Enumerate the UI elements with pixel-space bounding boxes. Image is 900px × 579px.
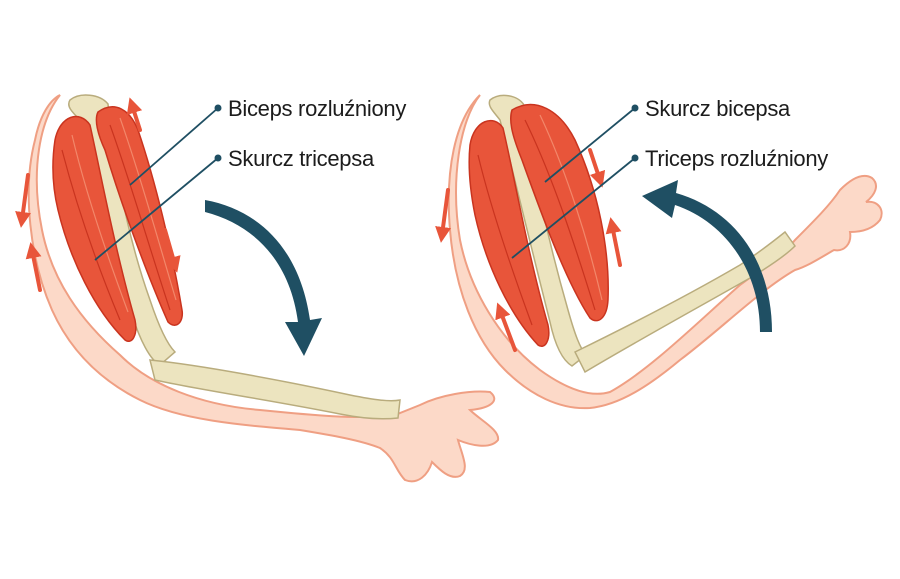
- right-triceps-muscle: [468, 119, 550, 347]
- left-forearm-bones: [149, 359, 401, 420]
- flexed-arm: [435, 94, 883, 410]
- right-forearm-bones: [573, 230, 796, 374]
- curved-arrow-up-icon: [642, 180, 772, 332]
- curved-arrow-down-icon: [205, 200, 322, 356]
- label-triceps-relaxed: Triceps rozluźniony: [645, 146, 828, 171]
- label-biceps-contraction: Skurcz bicepsa: [645, 96, 791, 121]
- label-biceps-relaxed: Biceps rozluźniony: [228, 96, 406, 121]
- label-triceps-contraction: Skurcz tricepsa: [228, 146, 375, 171]
- left-triceps-muscle: [52, 115, 137, 342]
- right-arm-skin: [447, 94, 883, 410]
- left-muscle-motion-arrows: [15, 97, 181, 292]
- extended-arm: [15, 94, 500, 483]
- left-arm-skin: [27, 94, 500, 483]
- right-muscle-motion-arrows: [435, 148, 622, 352]
- right-biceps-muscle: [510, 103, 609, 322]
